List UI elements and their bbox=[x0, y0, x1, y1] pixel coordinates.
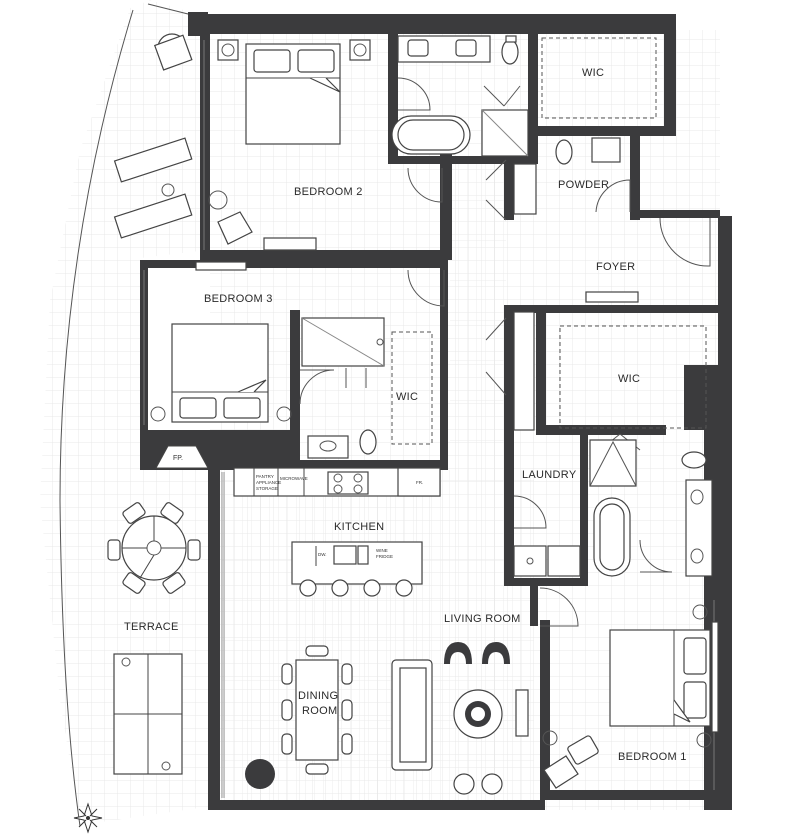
room-label-wic-top: WIC bbox=[582, 67, 604, 79]
room-label-dining-1: DINING bbox=[298, 690, 338, 702]
room-label-laundry: LAUNDRY bbox=[522, 469, 577, 481]
room-label-terrace: TERRACE bbox=[124, 621, 179, 633]
fireplace-label: FP. bbox=[173, 455, 183, 462]
room-label-bedroom-1: BEDROOM 1 bbox=[618, 751, 687, 763]
dining-plant bbox=[245, 759, 275, 789]
microwave-label: MICROWAVE bbox=[280, 476, 308, 481]
bedroom-2-furniture bbox=[208, 39, 371, 251]
dishwasher-label: DW. bbox=[318, 552, 327, 557]
room-label-foyer: FOYER bbox=[596, 261, 635, 273]
bedroom-1-furniture bbox=[542, 604, 719, 789]
living-floor-planks bbox=[222, 470, 534, 805]
hall-floor-planks bbox=[450, 160, 506, 480]
laundry-and-ensuite bbox=[513, 439, 713, 577]
pantry-label-3: STORAGE bbox=[256, 486, 278, 491]
terrace-outline bbox=[59, 9, 134, 827]
master-bath-2-fixtures bbox=[391, 35, 657, 215]
terrace-edge-inner bbox=[147, 3, 189, 15]
wine-label-1: WINE bbox=[376, 548, 388, 553]
dining-furniture bbox=[245, 645, 353, 789]
bedroom-3-bath bbox=[301, 317, 433, 459]
living-furniture bbox=[391, 642, 529, 795]
room-label-wic-bed3: WIC bbox=[396, 391, 418, 403]
fridge-label: FR. bbox=[416, 480, 423, 485]
room-label-bedroom-3: BEDROOM 3 bbox=[204, 293, 273, 305]
compass-rose-icon bbox=[73, 802, 103, 834]
room-label-powder: POWDER bbox=[558, 179, 609, 191]
room-label-bedroom-2: BEDROOM 2 bbox=[294, 186, 363, 198]
terrace-furniture bbox=[107, 33, 201, 775]
room-label-kitchen: KITCHEN bbox=[334, 521, 384, 533]
room-label-wic-mid: WIC bbox=[618, 373, 640, 385]
bedroom-3-furniture: FP. bbox=[150, 261, 292, 469]
room-label-dining-2: ROOM bbox=[302, 705, 337, 717]
pantry-label-2: APPLIANCE bbox=[256, 480, 281, 485]
wine-label-2: FRIDGE bbox=[376, 554, 393, 559]
room-labels: BEDROOM 2 BEDROOM 3 WIC POWDER FOYER WIC… bbox=[124, 67, 687, 763]
foyer-and-wic bbox=[513, 291, 707, 431]
pantry-label-1: PANTRY bbox=[256, 474, 274, 479]
kitchen-fixtures: FR. PANTRY APPLIANCE STORAGE MICROWAVE D… bbox=[233, 467, 441, 597]
room-label-living: LIVING ROOM bbox=[444, 613, 521, 625]
fireplace-box bbox=[155, 445, 209, 469]
